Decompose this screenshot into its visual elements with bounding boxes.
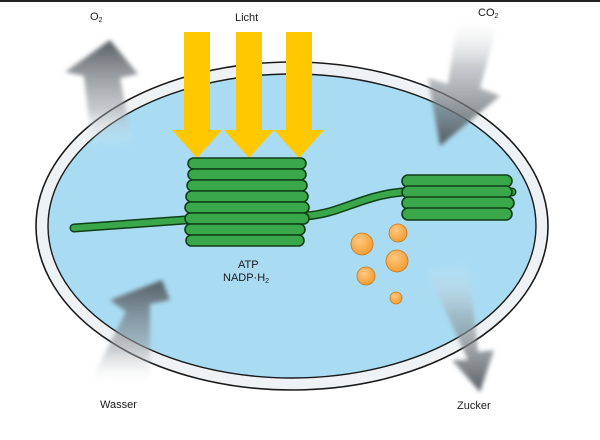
oxygen-arrow <box>65 40 138 148</box>
thylakoid-disc <box>187 157 307 170</box>
granum-right <box>401 174 515 221</box>
granum-main <box>184 157 310 247</box>
sugar-label: Zucker <box>457 400 491 412</box>
thylakoid-disc <box>184 201 310 214</box>
light-label: Licht <box>235 12 259 24</box>
thylakoid-disc <box>185 234 305 247</box>
starch-grains <box>350 223 409 305</box>
light-arrow <box>172 32 222 158</box>
thylakoid-disc <box>187 168 307 181</box>
light-arrow <box>224 32 274 158</box>
co2-label: CO2 <box>478 7 499 21</box>
thylakoid-disc <box>184 223 306 236</box>
oxygen-label: O2 <box>90 11 103 25</box>
nadph-label: NADP·H2 <box>223 272 270 286</box>
starch-grain <box>356 266 376 286</box>
thylakoid-disc <box>186 179 308 192</box>
starch-grain <box>389 291 403 305</box>
thylakoid-disc <box>401 207 513 221</box>
water-label: Wasser <box>100 399 137 411</box>
thylakoid-disc <box>185 190 309 203</box>
light-arrows <box>172 32 324 158</box>
thylakoid-disc <box>184 212 310 225</box>
light-arrow <box>274 32 324 158</box>
water-arrow <box>90 280 170 386</box>
sugar-arrow <box>428 262 494 392</box>
co2-arrow <box>428 14 500 146</box>
starch-grain <box>385 249 409 273</box>
starch-grain <box>350 232 374 256</box>
top-border-line <box>0 0 600 2</box>
starch-grain <box>388 223 408 243</box>
atp-label: ATP <box>238 259 259 271</box>
